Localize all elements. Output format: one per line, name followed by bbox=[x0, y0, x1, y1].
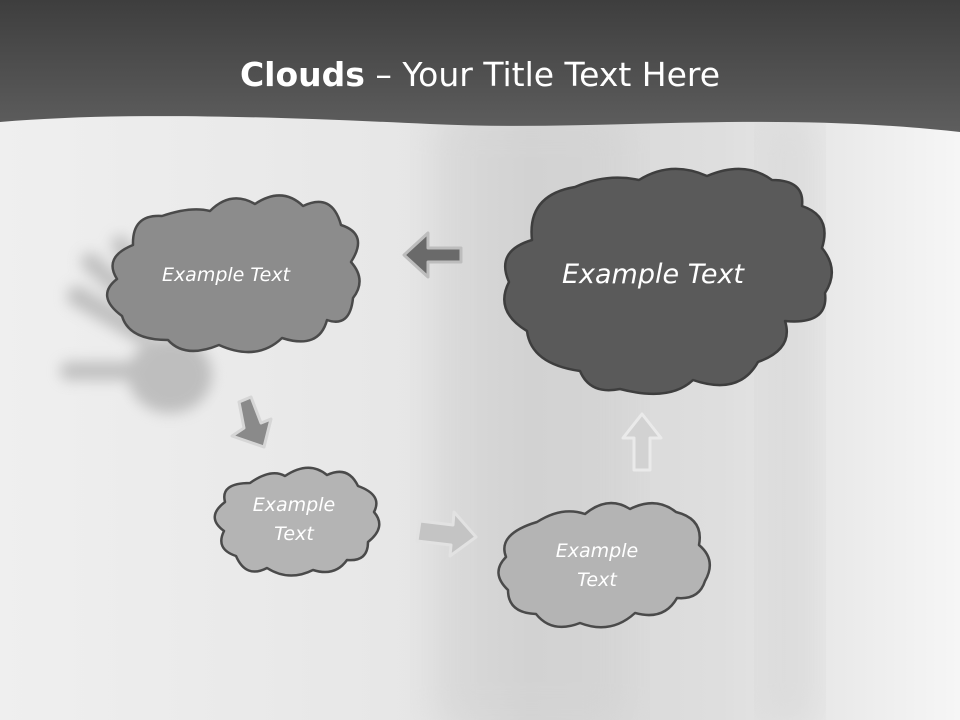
title-rest: Your Title Text Here bbox=[402, 55, 721, 94]
header-band bbox=[0, 0, 960, 132]
cloud-1 bbox=[106, 194, 361, 354]
cloud-1-text: Example Text bbox=[161, 264, 291, 286]
arrow-left-icon bbox=[402, 231, 463, 279]
cloud-3 bbox=[213, 466, 381, 577]
cloud-3-text: Example Text bbox=[222, 491, 366, 549]
arrow-right-icon bbox=[415, 510, 478, 558]
slide-title: Clouds – Your Title Text Here bbox=[0, 52, 960, 98]
cloud-3-text-line-2: Text bbox=[274, 523, 314, 545]
arrow-down-icon bbox=[230, 395, 273, 449]
cloud-4-text-line-1: Example bbox=[555, 540, 639, 562]
arrow-up-icon bbox=[621, 412, 663, 472]
cloud-3-text-line-1: Example bbox=[252, 494, 336, 516]
cloud-2 bbox=[503, 167, 833, 396]
cloud-2-text: Example Text bbox=[561, 259, 745, 290]
cloud-4-text: Example Text bbox=[520, 537, 674, 595]
title-separator: – bbox=[375, 55, 392, 94]
cloud-4-text-line-2: Text bbox=[577, 569, 617, 591]
title-bold: Clouds bbox=[239, 55, 365, 94]
cloud-4 bbox=[497, 501, 712, 629]
